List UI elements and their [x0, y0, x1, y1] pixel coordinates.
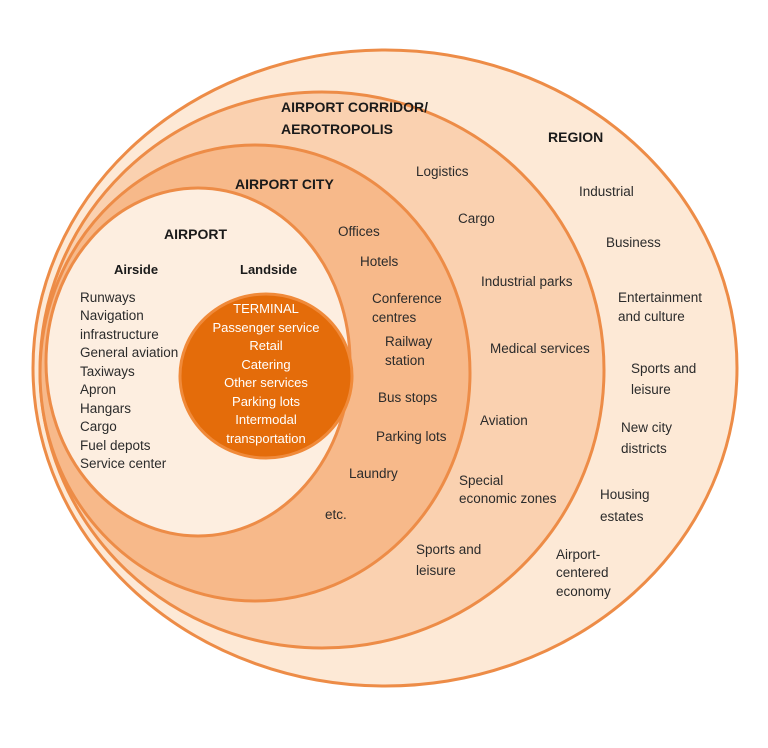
- airside-item: Apron: [80, 382, 117, 397]
- airside-item: Hangars: [80, 401, 132, 416]
- corridor-item: Cargo: [458, 211, 495, 226]
- region-item: New city: [621, 420, 673, 435]
- region-item: and culture: [618, 309, 685, 324]
- airside-item: Taxiways: [80, 364, 135, 379]
- terminal-item: Passenger service: [212, 320, 320, 335]
- corridor-item: Medical services: [490, 341, 590, 356]
- airside-item: Navigation: [80, 308, 144, 323]
- corridor-title-line1: AIRPORT CORRIDOR/: [281, 99, 428, 115]
- region-item: Entertainment: [618, 290, 703, 305]
- terminal-item: TERMINAL: [233, 301, 299, 316]
- airport-city-item: Hotels: [360, 254, 399, 269]
- airport-city-item: Parking lots: [376, 429, 447, 444]
- region-item: centered: [556, 565, 609, 580]
- airside-item: General aviation: [80, 345, 179, 360]
- airport-city-item: Laundry: [349, 466, 398, 481]
- airside-item: Runways: [80, 290, 136, 305]
- terminal-item: Parking lots: [232, 394, 300, 409]
- region-item: Airport-: [556, 547, 601, 562]
- terminal-item: Retail: [249, 338, 283, 353]
- airside-item: Cargo: [80, 419, 117, 434]
- airside-label: Airside: [114, 262, 159, 277]
- region-item: estates: [600, 509, 644, 524]
- airport-title: AIRPORT: [164, 226, 227, 242]
- airside-item: infrastructure: [80, 327, 159, 342]
- region-item: economy: [556, 584, 611, 599]
- terminal-item: transportation: [226, 431, 306, 446]
- corridor-item: Special: [459, 473, 504, 488]
- airport-city-title: AIRPORT CITY: [235, 176, 334, 192]
- corridor-item: economic zones: [459, 491, 557, 506]
- corridor-item: Aviation: [480, 413, 528, 428]
- airport-city-item: Offices: [338, 224, 380, 239]
- airside-item: Service center: [80, 456, 167, 471]
- region-item: Housing: [600, 487, 650, 502]
- region-item: Business: [606, 235, 661, 250]
- corridor-title-line2: AEROTROPOLIS: [281, 121, 394, 137]
- corridor-item: Sports and: [416, 542, 482, 557]
- terminal-item: Other services: [224, 375, 308, 390]
- terminal-item: Catering: [241, 357, 291, 372]
- landside-label: Landside: [240, 262, 298, 277]
- region-title: REGION: [548, 129, 604, 145]
- terminal-item: Intermodal: [235, 412, 297, 427]
- airport-city-item: Conference: [372, 291, 442, 306]
- region-item: Sports and: [631, 361, 697, 376]
- airport-city-item: station: [385, 353, 425, 368]
- corridor-item: Logistics: [416, 164, 469, 179]
- airside-item: Fuel depots: [80, 438, 151, 453]
- airport-city-item: Railway: [385, 334, 433, 349]
- airport-city-item: centres: [372, 310, 417, 325]
- region-item: Industrial: [579, 184, 634, 199]
- corridor-item: leisure: [416, 563, 456, 578]
- terminal-circle: [178, 292, 354, 460]
- airport-city-item: etc.: [325, 507, 347, 522]
- corridor-item: Industrial parks: [481, 274, 573, 289]
- airport-city-item: Bus stops: [378, 390, 438, 405]
- region-item: districts: [621, 441, 667, 456]
- region-item: leisure: [631, 382, 671, 397]
